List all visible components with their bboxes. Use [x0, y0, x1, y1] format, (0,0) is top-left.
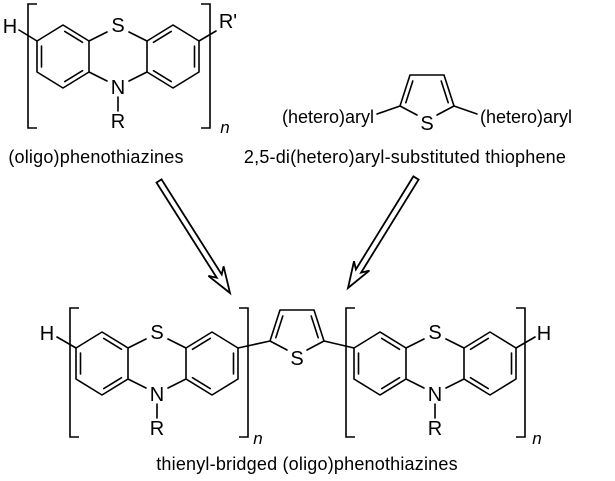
phenothiazine-double-bonds	[357, 337, 513, 390]
bridge-bonds	[237, 340, 355, 349]
sulfur-label: S	[290, 348, 303, 370]
phenothiazine-double-bonds	[40, 30, 196, 83]
phenothiazine-double-bonds	[79, 337, 235, 390]
terminal-bonds	[56, 336, 77, 349]
product-right-phenothiazine: S N R H n	[345, 307, 551, 448]
thiophene-double-bonds	[275, 315, 319, 339]
sulfur-label: S	[428, 322, 441, 344]
r-prime-label: R'	[219, 11, 237, 33]
phenothiazine-ring-bonds	[75, 331, 239, 419]
r-substituent-label: R	[428, 418, 442, 440]
right-bracket	[516, 307, 526, 438]
phenothiazine-precursor: S N R H R' n	[3, 3, 237, 137]
arrow-left-down-icon	[155, 178, 232, 296]
thiophene-ring-bonds	[399, 74, 455, 116]
nitrogen-label: N	[428, 384, 442, 406]
thiophene-double-bonds	[405, 80, 449, 104]
sulfur-label: S	[150, 322, 163, 344]
phenothiazine-caption: (oligo)phenothiazines	[8, 147, 183, 167]
phenothiazine-ring-bonds	[36, 24, 200, 112]
repeat-n-label: n	[220, 118, 229, 137]
h-terminal-label: H	[40, 323, 54, 345]
heteroaryl-left-label: (hetero)aryl	[282, 107, 374, 127]
product-bridge-thiophene: S	[237, 309, 355, 370]
r-substituent-label: R	[150, 418, 164, 440]
right-bracket	[201, 3, 211, 129]
aryl-bonds	[376, 105, 478, 115]
arrow-right-down-icon	[346, 175, 420, 291]
sulfur-label: S	[111, 15, 124, 37]
thiophene-caption: 2,5-di(hetero)aryl-substituted thiophene	[244, 147, 566, 167]
nitrogen-label: N	[111, 77, 125, 99]
nitrogen-label: N	[150, 384, 164, 406]
left-bracket	[345, 307, 355, 438]
h-terminal-label: H	[3, 16, 17, 38]
thiophene-ring-bonds	[269, 309, 325, 351]
phenothiazine-ring-bonds	[353, 331, 517, 419]
left-bracket	[27, 3, 37, 129]
thiophene-precursor: S (hetero)aryl (hetero)aryl	[282, 74, 572, 135]
sulfur-label: S	[420, 113, 433, 135]
product-caption: thienyl-bridged (oligo)phenothiazines	[156, 454, 458, 474]
h-terminal-label: H	[537, 323, 551, 345]
right-bracket	[239, 307, 249, 438]
repeat-n-label: n	[253, 429, 262, 448]
repeat-n-label: n	[532, 429, 541, 448]
left-bracket	[69, 307, 79, 438]
r-substituent-label: R	[111, 111, 125, 133]
product-left-phenothiazine: S N R H n	[40, 307, 263, 448]
heteroaryl-right-label: (hetero)aryl	[480, 107, 572, 127]
